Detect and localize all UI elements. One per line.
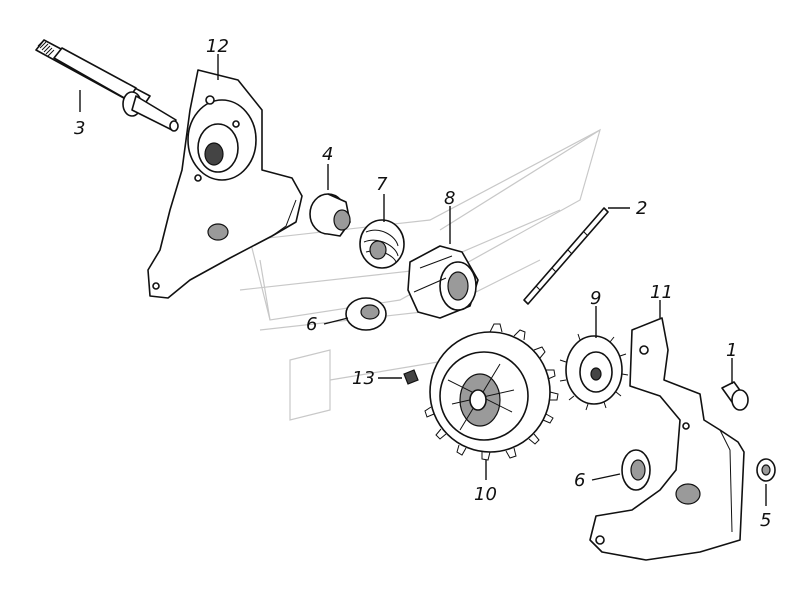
bushing-part-6-lower <box>621 449 651 491</box>
hub-part-8 <box>407 245 479 319</box>
label-part-4: 4 <box>322 144 333 165</box>
washer-part-6-upper <box>345 297 387 331</box>
label-part-7: 7 <box>376 174 388 195</box>
pin-part-13 <box>403 369 419 385</box>
label-part-11: 11 <box>650 282 673 303</box>
rod-part-2 <box>523 207 609 305</box>
label-part-8: 8 <box>444 188 455 209</box>
label-part-13: 13 <box>352 368 375 389</box>
part-labels: 12 3 4 7 8 2 6 13 9 11 1 10 6 5 <box>74 36 771 531</box>
label-part-9: 9 <box>590 288 601 309</box>
label-part-1: 1 <box>726 340 737 361</box>
mounting-plate-part-12 <box>147 69 303 299</box>
label-part-2: 2 <box>636 198 647 219</box>
small-gear-part-9 <box>559 330 629 411</box>
large-gear-part-10 <box>424 323 559 461</box>
label-part-6-lower: 6 <box>574 470 585 491</box>
shaft-part-3 <box>35 39 179 132</box>
bushing-part-4 <box>309 193 351 237</box>
label-part-5: 5 <box>760 510 771 531</box>
label-part-10: 10 <box>474 484 497 505</box>
label-part-6-upper: 6 <box>306 314 317 335</box>
label-part-12: 12 <box>206 36 229 57</box>
bracket-part-11 <box>589 317 745 561</box>
spring-part-7 <box>359 219 405 269</box>
label-part-3: 3 <box>74 118 85 139</box>
bolt-part-1 <box>721 381 749 411</box>
washer-part-5 <box>756 458 776 482</box>
leader-lines <box>79 54 767 506</box>
